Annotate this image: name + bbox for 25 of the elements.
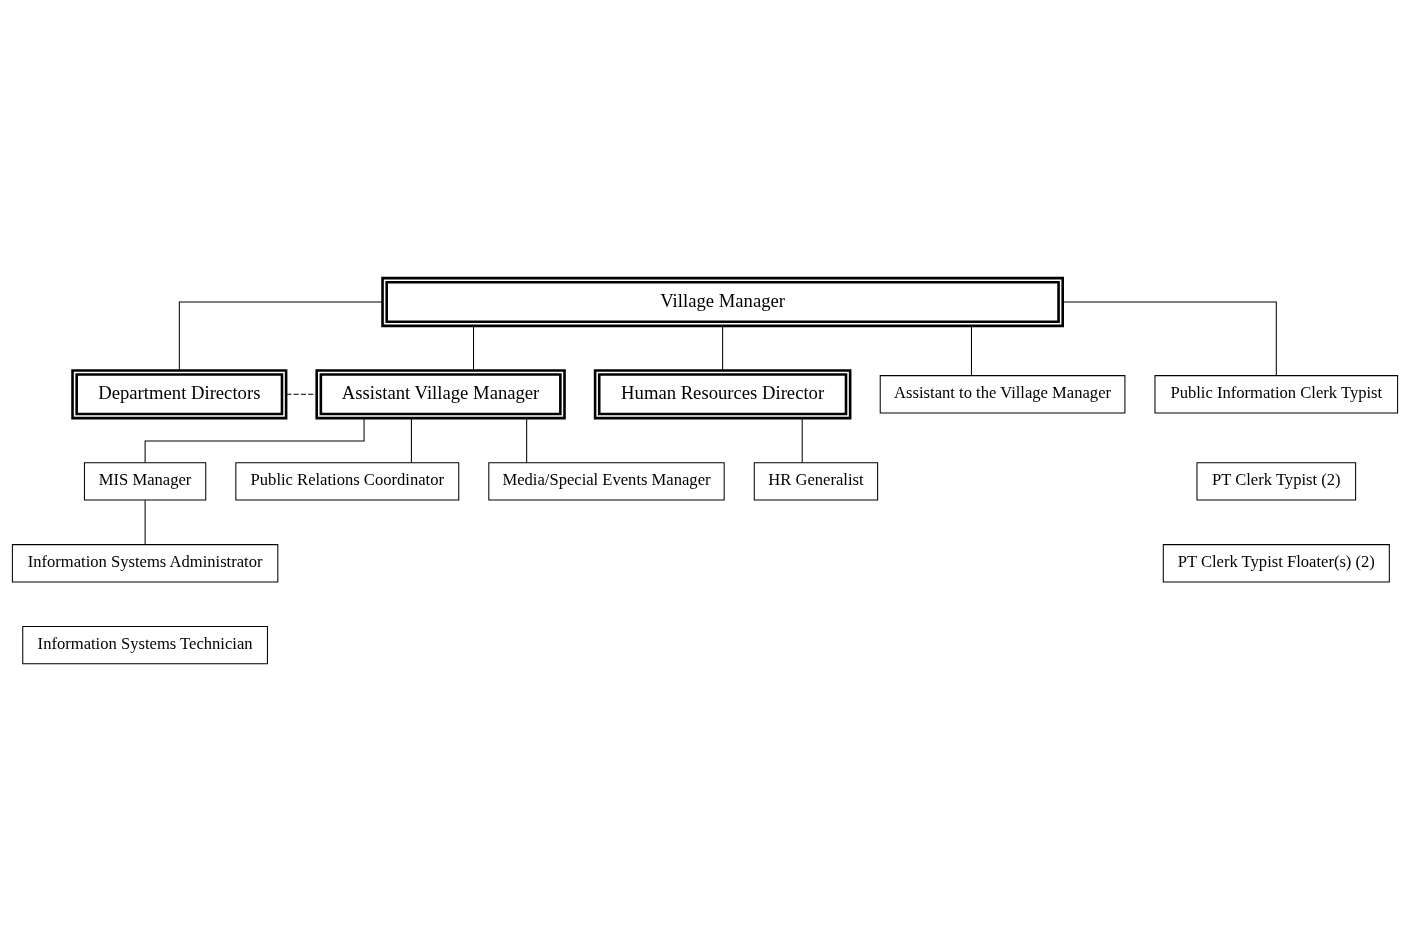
connector: [410, 418, 412, 463]
node-box: Public Information Clerk Typist: [1154, 375, 1399, 414]
node-box: Media/Special Events Manager: [488, 462, 725, 501]
connector: [801, 418, 803, 463]
node-box: Information Systems Administrator: [11, 544, 279, 583]
connector: [473, 325, 475, 371]
connector: [722, 325, 724, 371]
node-box: Human Resources Director: [593, 369, 852, 420]
node-box: Public Relations Coordinator: [235, 462, 460, 501]
connector: [285, 393, 318, 395]
node-box: Village Manager: [381, 276, 1064, 328]
connector: [144, 417, 365, 464]
node-box: Information Systems Technician: [22, 626, 268, 665]
connector: [178, 301, 383, 371]
connector: [1062, 301, 1277, 377]
node-box: Assistant to the Village Manager: [879, 375, 1126, 414]
node-box: MIS Manager: [83, 462, 207, 501]
connector: [144, 499, 146, 545]
connector: [970, 325, 972, 376]
node-box: PT Clerk Typist (2): [1196, 462, 1357, 501]
node-box: PT Clerk Typist Floater(s) (2): [1162, 544, 1390, 583]
node-box: Assistant Village Manager: [315, 369, 566, 420]
connector: [526, 418, 528, 463]
node-box: HR Generalist: [753, 462, 879, 501]
node-box: Department Directors: [71, 369, 288, 420]
